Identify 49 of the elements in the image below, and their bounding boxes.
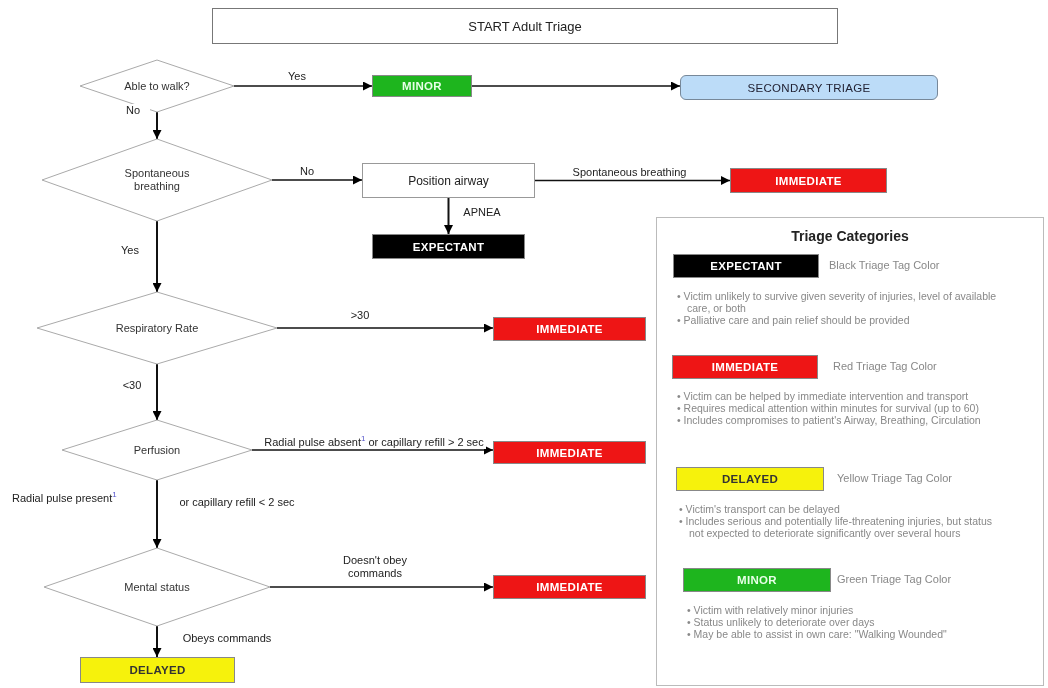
arrow	[471, 81, 681, 91]
arrow	[152, 479, 162, 549]
tag-color-note: Yellow Triage Tag Color	[837, 472, 952, 484]
expectant-tag: EXPECTANT	[673, 254, 819, 278]
edge-label: Radial pulse absent$^{1}$ or capillary refill > 2 sec	[262, 436, 486, 449]
terminal-box: SECONDARY TRIAGE	[680, 75, 938, 100]
arrow	[271, 175, 363, 185]
tag-color-note: Red Triage Tag Color	[833, 360, 937, 372]
bullet-item: • Victim unlikely to survive given severity of injuries, level of available care, or both	[677, 290, 998, 314]
bullet-item: • Victim with relatively minor injuries	[687, 604, 855, 616]
expectant-tag: EXPECTANT	[372, 234, 525, 259]
decision-text: Mental status	[123, 580, 191, 594]
bullet-item: • Victim can be helped by immediate intervention and transport	[677, 390, 970, 402]
immediate-tag: IMMEDIATE	[493, 575, 646, 599]
bullet-item: • Victim's transport can be delayed	[679, 503, 841, 515]
bullet-item: • May be able to assist in own care: "Walking Wounded"	[687, 628, 948, 640]
title-box: START Adult Triage	[212, 8, 838, 44]
bullet-item: • Requires medical attention within minutes for survival (up to 60)	[677, 402, 980, 414]
delayed-tag: DELAYED	[80, 657, 235, 683]
legend-heading: Triage Categories	[791, 230, 909, 243]
arrow	[444, 197, 453, 235]
arrow	[233, 81, 373, 91]
decision-text: Respiratory Rate	[114, 321, 200, 335]
minor-tag: MINOR	[683, 568, 831, 592]
delayed-tag: DELAYED	[676, 467, 824, 491]
arrow	[276, 323, 494, 333]
decision-text: Able to walk?	[123, 79, 191, 93]
immediate-tag: IMMEDIATE	[493, 441, 646, 464]
bullet-item: • Palliative care and pain relief should be provided	[677, 314, 911, 326]
bullet-item: • Includes serious and potentially life-threatening injuries, but status not expected to deteriorate significantly over several hours	[679, 515, 994, 539]
immediate-tag: IMMEDIATE	[730, 168, 887, 193]
tag-color-note: Green Triage Tag Color	[837, 573, 952, 585]
legend-panel	[656, 217, 1044, 686]
arrow	[534, 176, 731, 185]
arrow	[152, 363, 162, 421]
arrow	[152, 625, 162, 658]
minor-tag: MINOR	[372, 75, 472, 97]
bullet-item: • Status unlikely to deteriorate over days	[687, 616, 876, 628]
arrow	[269, 582, 494, 592]
process-box: Position airway	[362, 163, 535, 198]
bullet-item: • Includes compromises to patient's Airway, Breathing, Circulation	[677, 414, 982, 426]
decision-text: Perfusion	[132, 443, 182, 457]
immediate-tag: IMMEDIATE	[672, 355, 818, 379]
decision-text: Spontaneous breathing	[123, 167, 191, 193]
arrow	[152, 220, 162, 293]
immediate-tag: IMMEDIATE	[493, 317, 646, 341]
tag-color-note: Black Triage Tag Color	[829, 259, 940, 271]
arrow	[251, 445, 494, 455]
arrow	[152, 111, 162, 140]
